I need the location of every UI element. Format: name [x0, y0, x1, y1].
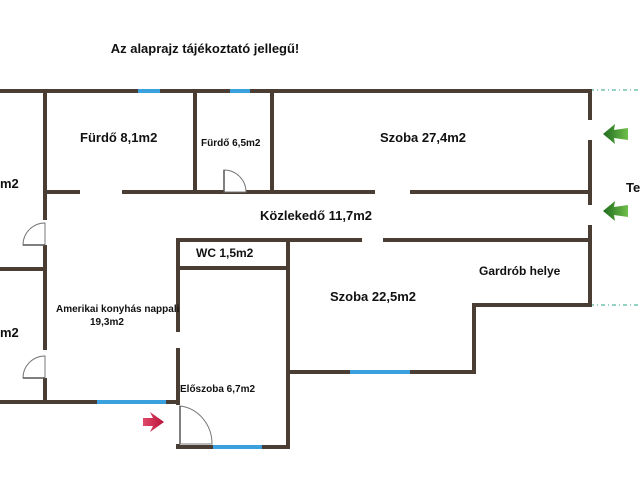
room-label-konyha: Amerikai konyhás nappali	[56, 304, 180, 315]
room-label-furdo-2: Fürdő 6,5m2	[201, 138, 261, 149]
terrace-boundary	[590, 89, 640, 306]
room-label-kozlekedo: Közlekedő 11,7m2	[260, 208, 372, 223]
room-label-szoba-2: Szoba 22,5m2	[330, 289, 416, 304]
windows	[97, 89, 410, 449]
terrace-label: Te	[626, 180, 640, 195]
entrance-arrow-icon	[143, 412, 164, 432]
room-label-szoba-1: Szoba 27,4m2	[380, 130, 466, 145]
terrace-arrow-icon	[603, 124, 628, 144]
room-label-left-upper: m2	[0, 176, 19, 191]
room-label-gardrob: Gardrób helye	[479, 264, 561, 278]
room-label-wc: WC 1,5m2	[196, 246, 254, 260]
terrace-arrow-icon	[603, 201, 628, 221]
door-swings	[22, 169, 247, 445]
plan-notice: Az alaprajz tájékoztató jellegű!	[110, 41, 300, 56]
room-label-furdo-1: Fürdő 8,1m2	[80, 130, 157, 145]
room-label-left-lower: m2	[0, 325, 19, 340]
room-label-konyha-area: 19,3m2	[90, 317, 124, 328]
room-label-eloszoba: Előszoba 6,7m2	[180, 384, 255, 395]
openings	[42, 120, 593, 444]
